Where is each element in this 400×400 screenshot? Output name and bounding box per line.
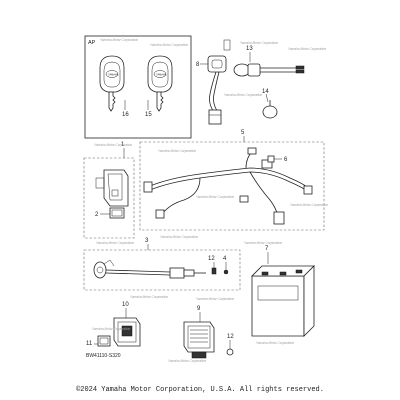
svg-text:Yamaha Motor Corporation: Yamaha Motor Corporation [130, 295, 168, 299]
bolt-12a[interactable]: 12 [208, 256, 217, 275]
part-group-1: 1 [83, 142, 135, 239]
svg-text:Yamaha Motor Corporation: Yamaha Motor Corporation [158, 149, 196, 153]
part-2[interactable]: 2 [95, 207, 125, 219]
callout-12a: 12 [208, 256, 215, 262]
svg-text:Yamaha Motor Corporation: Yamaha Motor Corporation [150, 43, 188, 47]
svg-text:Yamaha Motor Corporation: Yamaha Motor Corporation [160, 235, 198, 239]
svg-text:Yamaha Motor Corporation: Yamaha Motor Corporation [290, 203, 328, 207]
callout-9: 9 [197, 306, 201, 312]
callout-8: 8 [196, 62, 200, 68]
svg-text:Yamaha Motor Corporation: Yamaha Motor Corporation [196, 195, 234, 199]
callout-16: 16 [122, 112, 129, 118]
connector-6[interactable]: 6 [267, 155, 288, 163]
callout-13: 13 [246, 46, 253, 52]
callout-15: 15 [145, 112, 152, 118]
cable-tie-14[interactable]: 14 [262, 89, 278, 119]
svg-text:Yamaha Motor Corporation: Yamaha Motor Corporation [100, 38, 138, 42]
svg-text:Yamaha Motor Corporation: Yamaha Motor Corporation [288, 47, 326, 51]
main-switch-8[interactable]: 8 [196, 39, 231, 125]
key-16[interactable]: YAMAHA [99, 55, 125, 112]
svg-text:YAMAHA: YAMAHA [108, 74, 119, 77]
part-group-3: 3 [83, 238, 241, 291]
callout-7: 7 [265, 246, 269, 252]
ap-box: AP YAMAHA YAMAHA 16 15 [84, 35, 192, 139]
part-11[interactable]: 11 [86, 335, 111, 347]
svg-text:Yamaha Motor Corporation: Yamaha Motor Corporation [168, 359, 206, 363]
harness-box-5: 5 [139, 130, 325, 231]
svg-text:Yamaha Motor Corporation: Yamaha Motor Corporation [196, 297, 234, 301]
svg-text:Yamaha Motor Corporation: Yamaha Motor Corporation [240, 41, 278, 45]
copyright-notice: ©2024 Yamaha Motor Corporation, U.S.A. A… [76, 386, 324, 394]
rectifier-9[interactable]: 9 [183, 306, 215, 359]
callout-4: 4 [223, 256, 227, 262]
svg-text:Yamaha Motor Corporation: Yamaha Motor Corporation [244, 241, 282, 245]
bolt-12b[interactable]: 12 [226, 334, 234, 356]
callout-11: 11 [86, 341, 93, 347]
svg-text:Yamaha Motor Corporation: Yamaha Motor Corporation [96, 241, 134, 245]
callout-6: 6 [284, 157, 288, 163]
wire-harness[interactable] [143, 147, 313, 225]
sensor-13[interactable]: 13 [233, 46, 305, 77]
svg-text:Yamaha Motor Corporation: Yamaha Motor Corporation [224, 93, 262, 97]
ap-label: AP [88, 40, 96, 46]
key-15[interactable]: YAMAHA [147, 55, 173, 112]
callout-2: 2 [95, 212, 99, 218]
svg-text:Yamaha Motor Corporation: Yamaha Motor Corporation [94, 143, 132, 147]
ref-code: BW41110-S320 [86, 353, 121, 359]
battery-7[interactable]: 7 [251, 246, 315, 337]
part-10[interactable]: 10 [113, 302, 141, 347]
svg-text:YAMAHA: YAMAHA [156, 74, 167, 77]
watermarks: Yamaha Motor Corporation Yamaha Motor Co… [92, 38, 328, 363]
callout-14: 14 [262, 89, 269, 95]
callout-3: 3 [145, 238, 149, 244]
screw-4[interactable]: 4 [223, 256, 229, 275]
relay-box-1[interactable] [95, 169, 129, 207]
callout-5: 5 [241, 130, 245, 136]
callout-12b: 12 [227, 334, 234, 340]
callout-10: 10 [122, 302, 129, 308]
callout-1: 1 [121, 142, 125, 148]
lead-wire-3[interactable] [93, 259, 206, 279]
svg-text:Yamaha Motor Corporation: Yamaha Motor Corporation [256, 341, 294, 345]
svg-text:Yamaha Motor Corporation: Yamaha Motor Corporation [92, 327, 130, 331]
